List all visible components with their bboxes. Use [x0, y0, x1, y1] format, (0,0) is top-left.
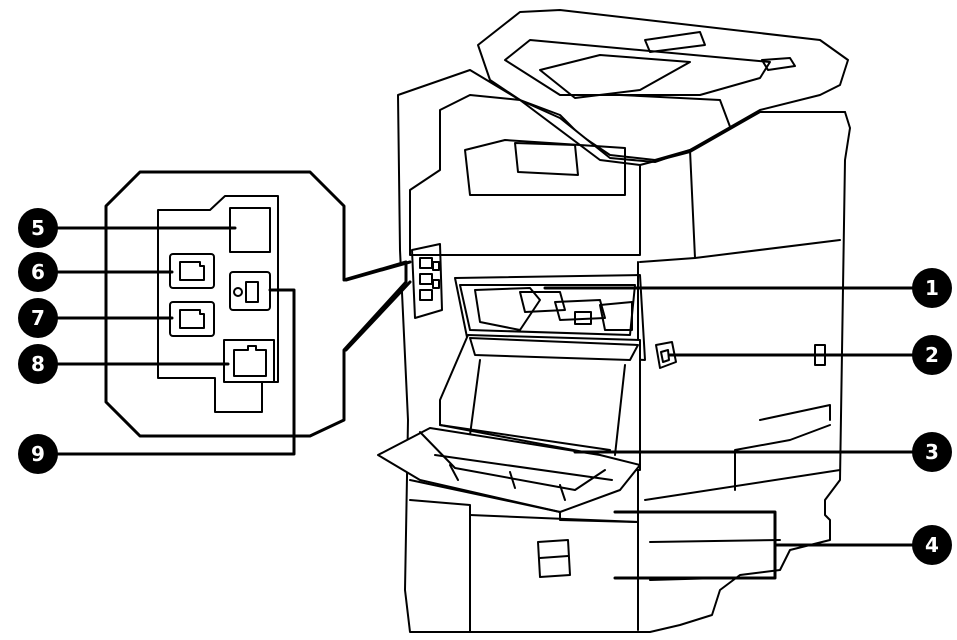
- printer-body: [378, 10, 850, 632]
- callout-6: 6: [18, 252, 58, 292]
- callout-3-label: 3: [925, 440, 939, 464]
- inset-frame: [106, 172, 406, 436]
- callout-1: 1: [912, 268, 952, 308]
- callout-7-label: 7: [31, 306, 45, 330]
- port-inset: [106, 172, 410, 436]
- callout-8-label: 8: [31, 352, 45, 376]
- callout-5: 5: [18, 208, 58, 248]
- callout-1-label: 1: [925, 276, 939, 300]
- callout-3: 3: [912, 432, 952, 472]
- callout-4: 4: [912, 525, 952, 565]
- callout-6-label: 6: [31, 260, 45, 284]
- callout-9-label: 9: [31, 442, 45, 466]
- callout-9: 9: [18, 434, 58, 474]
- callout-4-label: 4: [925, 533, 939, 557]
- callout-2-label: 2: [925, 343, 939, 367]
- callout-2: 2: [912, 335, 952, 375]
- callout-8: 8: [18, 344, 58, 384]
- callout-7: 7: [18, 298, 58, 338]
- callout-5-label: 5: [31, 216, 45, 240]
